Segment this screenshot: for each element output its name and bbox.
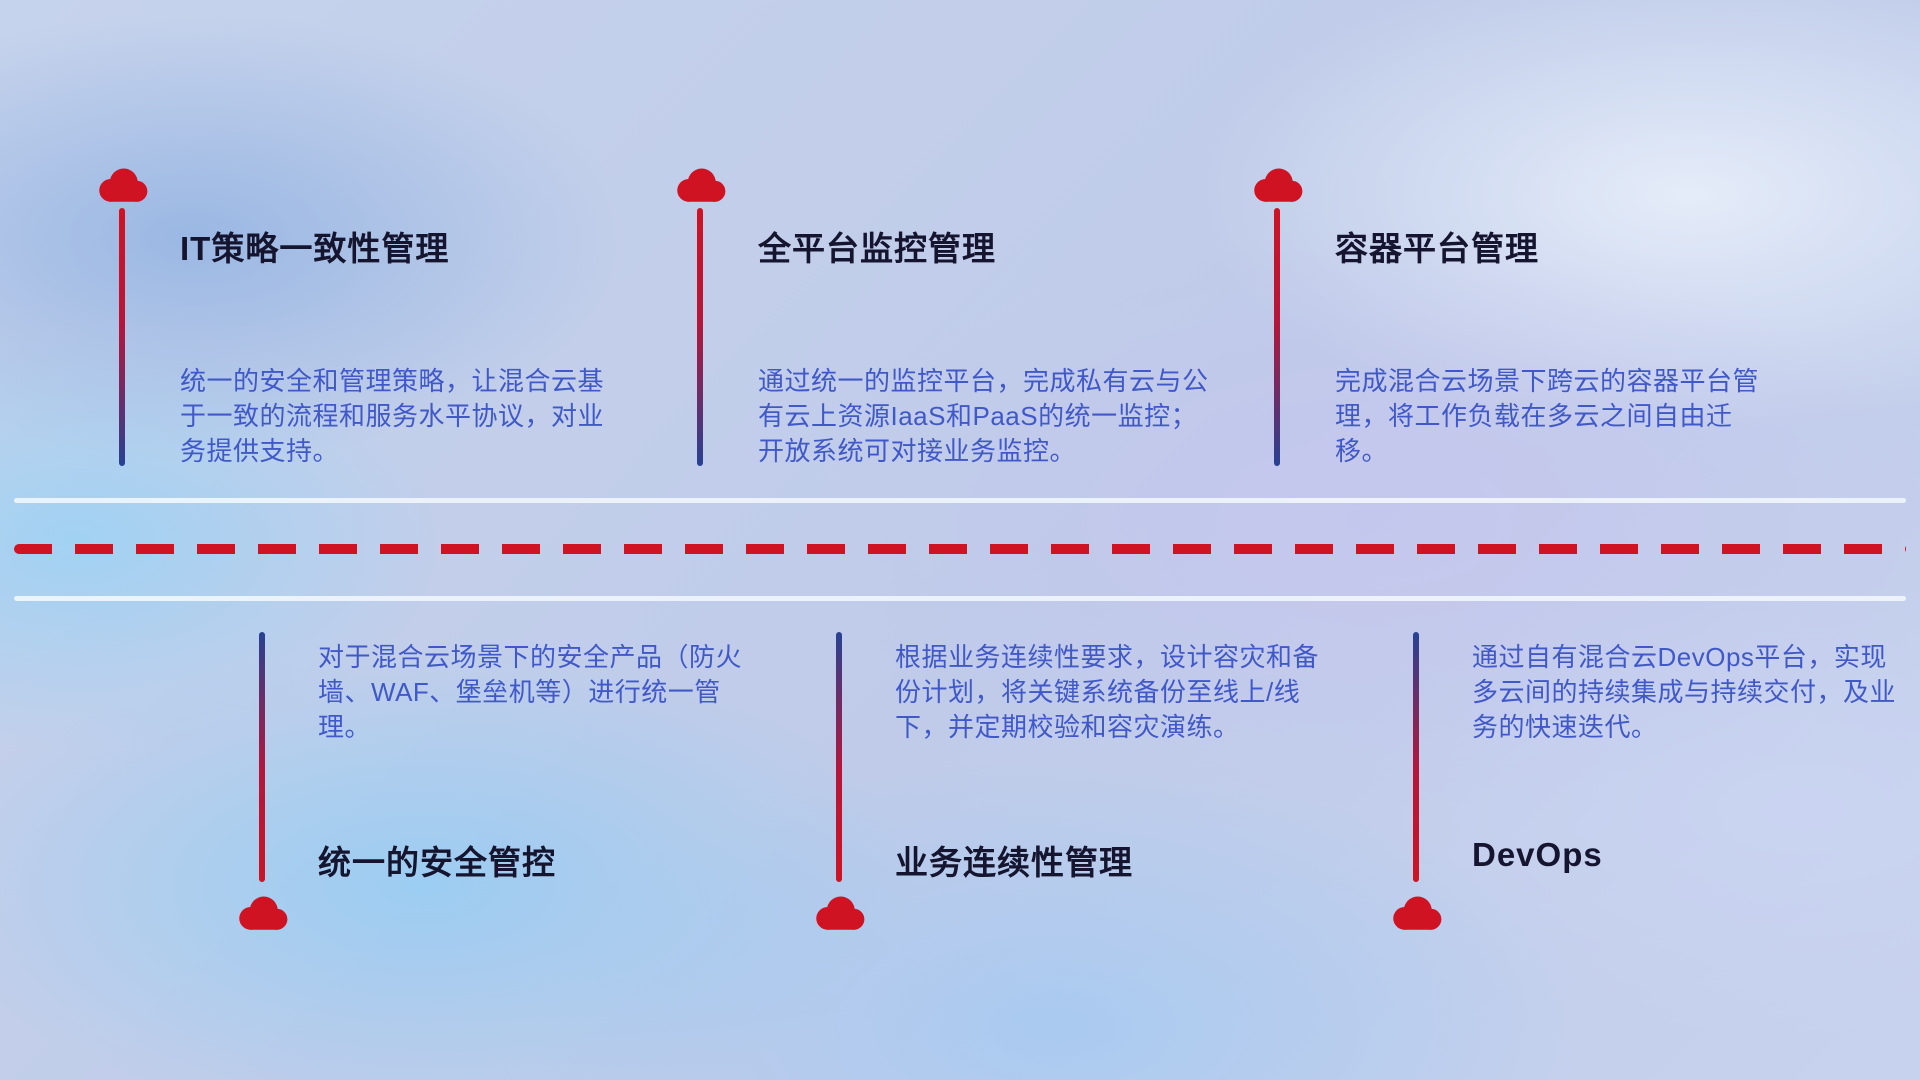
cloud-icon (811, 894, 867, 934)
feature-description: 根据业务连续性要求，设计容灾和备份计划，将关键系统备份至线上/线下，并定期校验和… (895, 642, 1320, 742)
connector-line (119, 208, 125, 466)
connector-line (259, 632, 265, 882)
divider-line-top (14, 498, 1906, 503)
feature-description: 完成混合云场景下跨云的容器平台管理，将工作负载在多云之间自由迁移。 (1335, 366, 1760, 466)
feature-title: 全平台监控管理 (758, 230, 996, 267)
feature-description: 通过统一的监控平台，完成私有云与公有云上资源IaaS和PaaS的统一监控；开放系… (758, 366, 1209, 466)
cloud-icon (672, 166, 728, 206)
connector-line (1413, 632, 1419, 882)
feature-title: 统一的安全管控 (318, 844, 556, 881)
divider-dashed-line (14, 544, 1906, 554)
feature-title: 业务连续性管理 (895, 844, 1133, 881)
cloud-icon (1249, 166, 1305, 206)
connector-line (697, 208, 703, 466)
feature-title: IT策略一致性管理 (180, 230, 450, 267)
feature-description: 通过自有混合云DevOps平台，实现多云间的持续集成与持续交付，及业务的快速迭代… (1472, 642, 1897, 742)
cloud-icon (1388, 894, 1444, 934)
connector-line (1274, 208, 1280, 466)
feature-description: 统一的安全和管理策略，让混合云基于一致的流程和服务水平协议，对业务提供支持。 (180, 366, 605, 466)
feature-title: 容器平台管理 (1335, 230, 1539, 267)
divider-line-bottom (14, 596, 1906, 601)
connector-line (836, 632, 842, 882)
cloud-icon (94, 166, 150, 206)
feature-description: 对于混合云场景下的安全产品（防火墙、WAF、堡垒机等）进行统一管理。 (318, 642, 743, 742)
cloud-icon (234, 894, 290, 934)
feature-title: DevOps (1472, 836, 1603, 873)
